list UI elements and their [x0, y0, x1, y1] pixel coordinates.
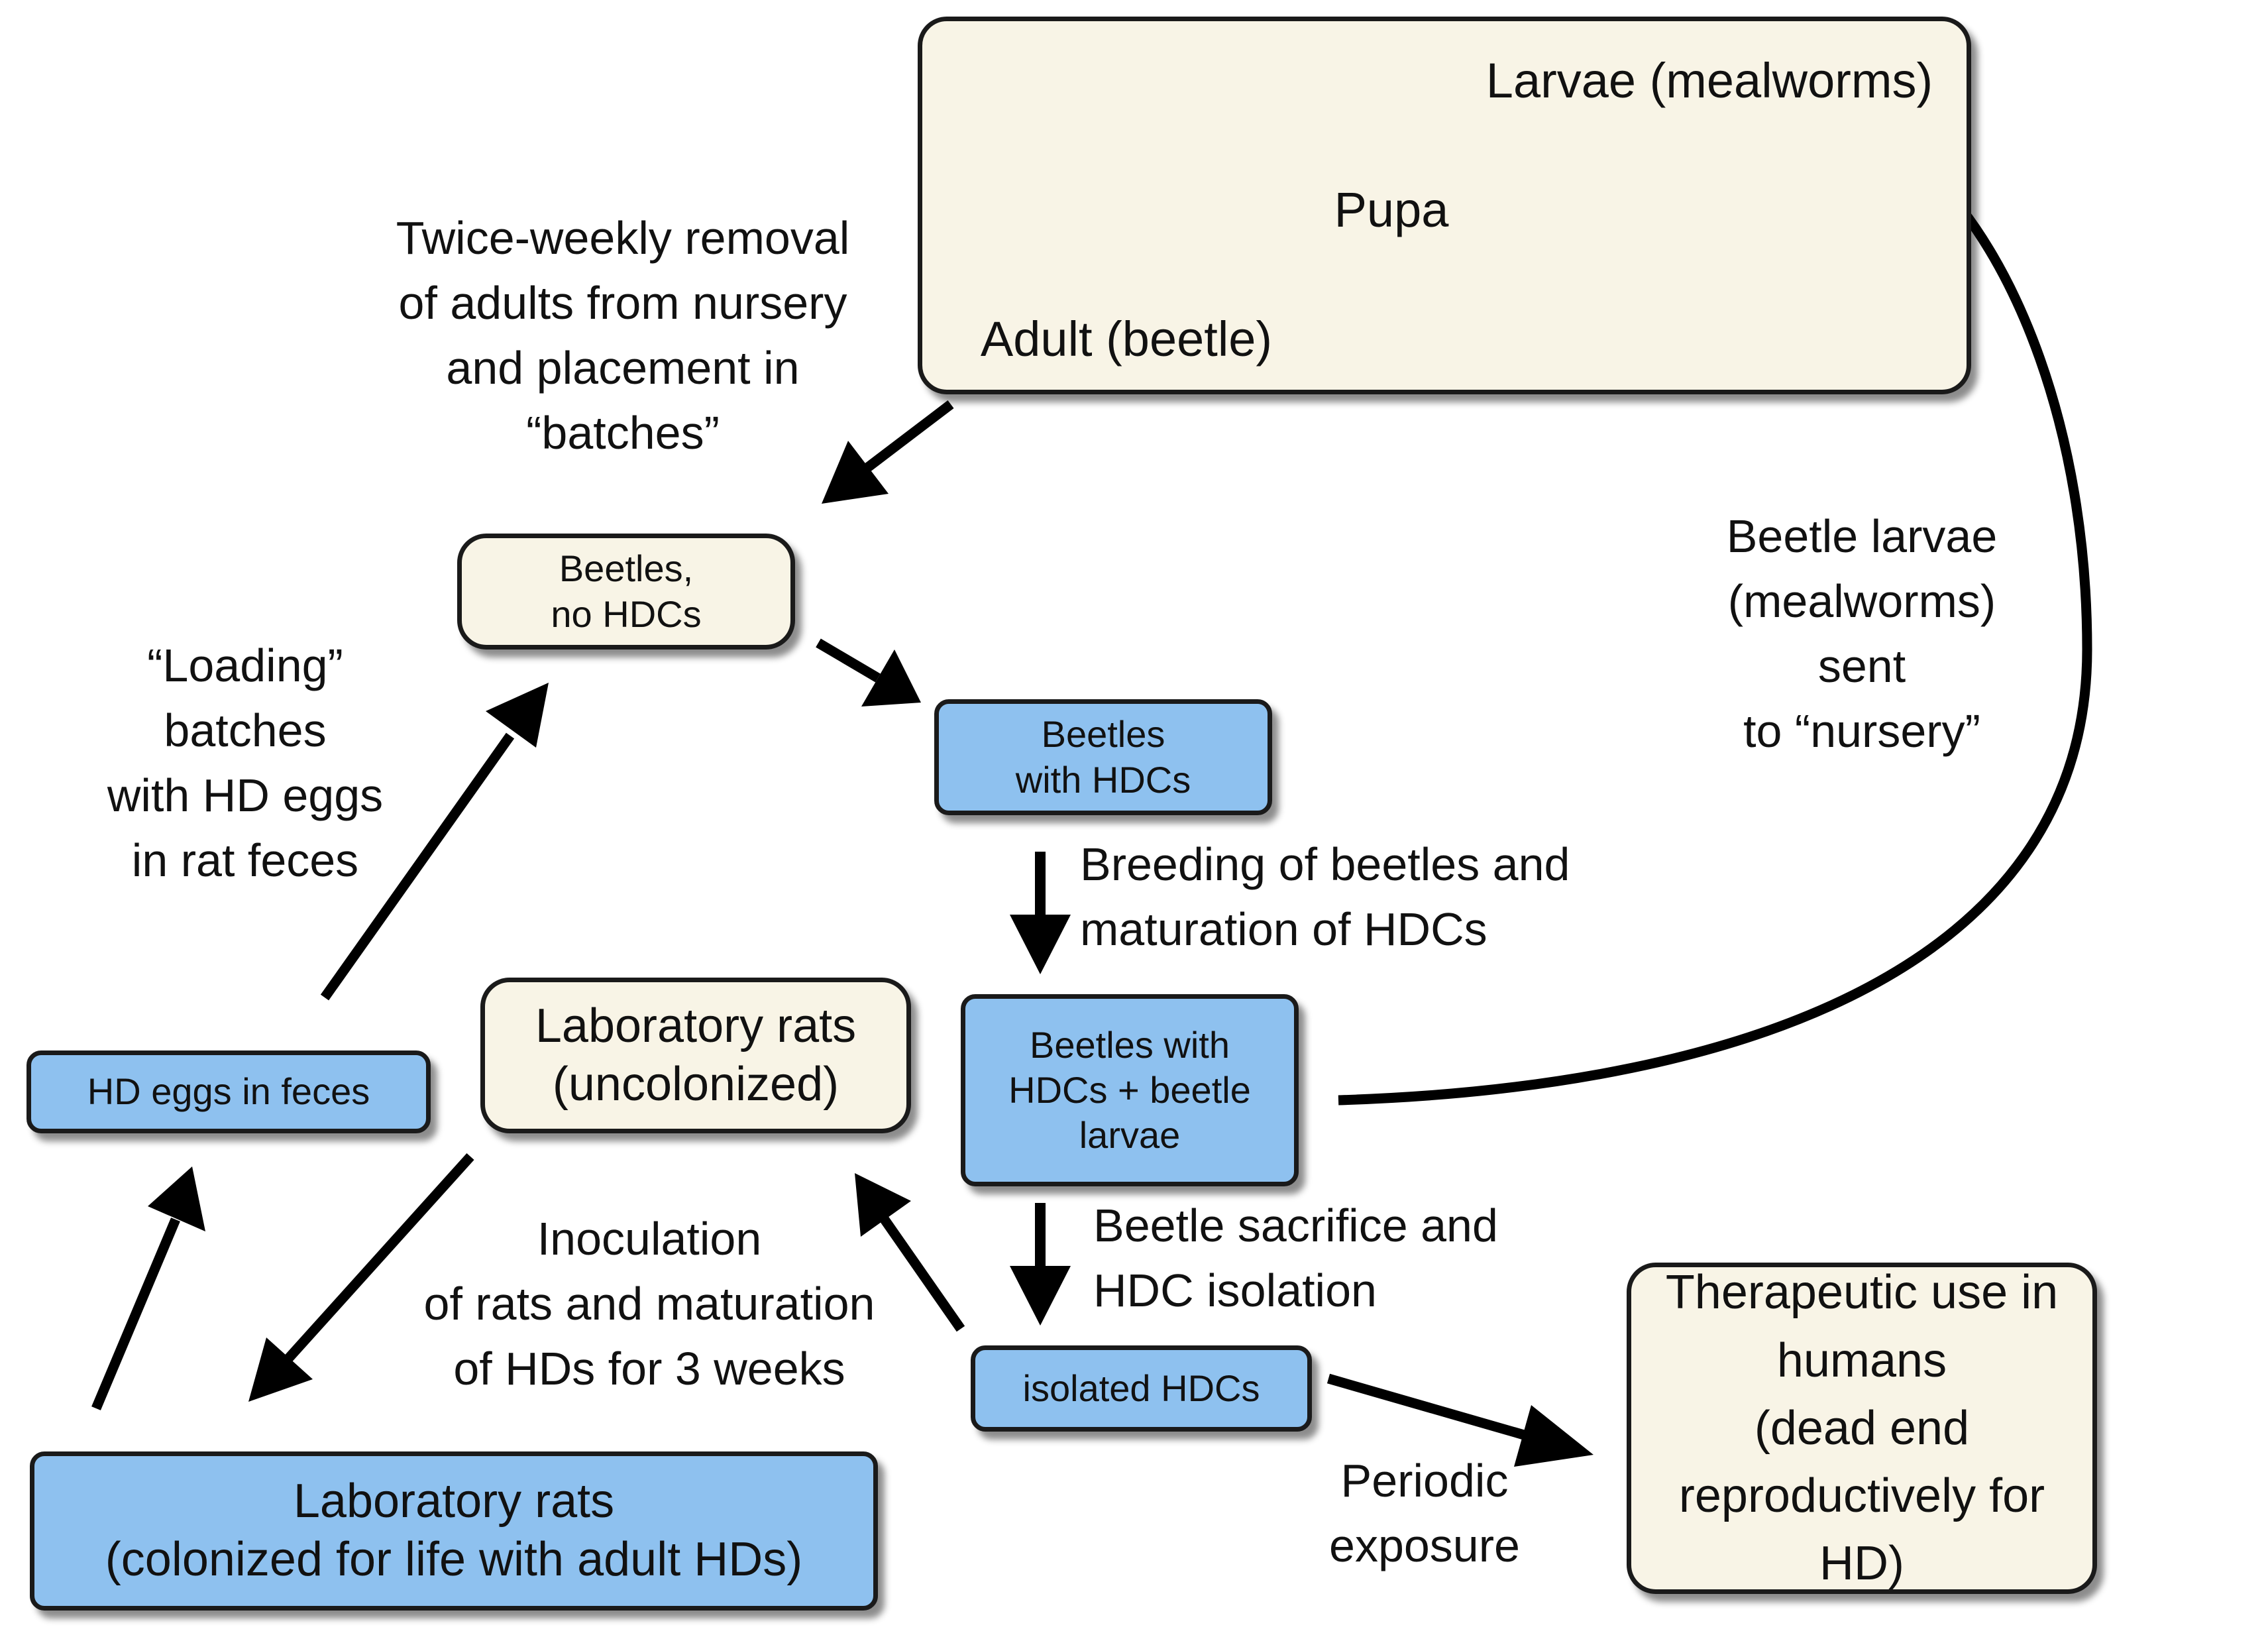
- hd-eggs-box: HD eggs in feces: [27, 1050, 431, 1133]
- adult-label: Adult (beetle): [980, 312, 1273, 367]
- inoculation-label: Inoculation of rats and maturation of HD…: [423, 1213, 875, 1394]
- arrow-inoculation: [248, 1153, 474, 1402]
- periodic-label: Periodic exposure: [1329, 1455, 1520, 1571]
- arrow-breeding: [1010, 852, 1071, 974]
- larvae-label: Larvae (mealworms): [1485, 53, 1933, 108]
- sacrifice-label: Beetle sacrifice and HDC isolation: [1093, 1200, 1498, 1316]
- pupa-label: Pupa: [1334, 182, 1449, 237]
- arrow-isolated-to-rats: [855, 1173, 965, 1332]
- arrow-beetles-to-hdc: [816, 638, 921, 707]
- rats-uncolonized-box: Laboratory rats (uncolonized): [480, 978, 911, 1133]
- arrow-periodic-exposure: [1326, 1373, 1593, 1467]
- arrow-loading: [320, 683, 549, 1001]
- beetles-with-hdc-box: Beetles with HDCs: [934, 699, 1272, 815]
- lifecycle-box: [918, 17, 1971, 394]
- arrow-sacrifice: [1010, 1203, 1071, 1326]
- larvae-sent-label: Beetle larvae (mealworms) sent to “nurse…: [1726, 510, 1998, 757]
- isolated-hdcs-box: isolated HDCs: [971, 1345, 1312, 1432]
- rats-colonized-box: Laboratory rats (colonized for life with…: [30, 1451, 878, 1611]
- breeding-label: Breeding of beetles and maturation of HD…: [1080, 838, 1570, 955]
- arrow-rats-to-eggs: [91, 1166, 205, 1410]
- beetles-no-hdc-box: Beetles, no HDCs: [457, 534, 795, 650]
- loading-label: “Loading” batches with HD eggs in rat fe…: [107, 640, 384, 886]
- beetles-hdc-larvae-box: Beetles with HDCs + beetle larvae: [961, 994, 1299, 1186]
- arrow-adult-to-beetles: [822, 400, 954, 504]
- therapeutic-box: Therapeutic use in humans (dead end repr…: [1627, 1263, 2097, 1594]
- removal-label: Twice-weekly removal of adults from nurs…: [396, 212, 850, 459]
